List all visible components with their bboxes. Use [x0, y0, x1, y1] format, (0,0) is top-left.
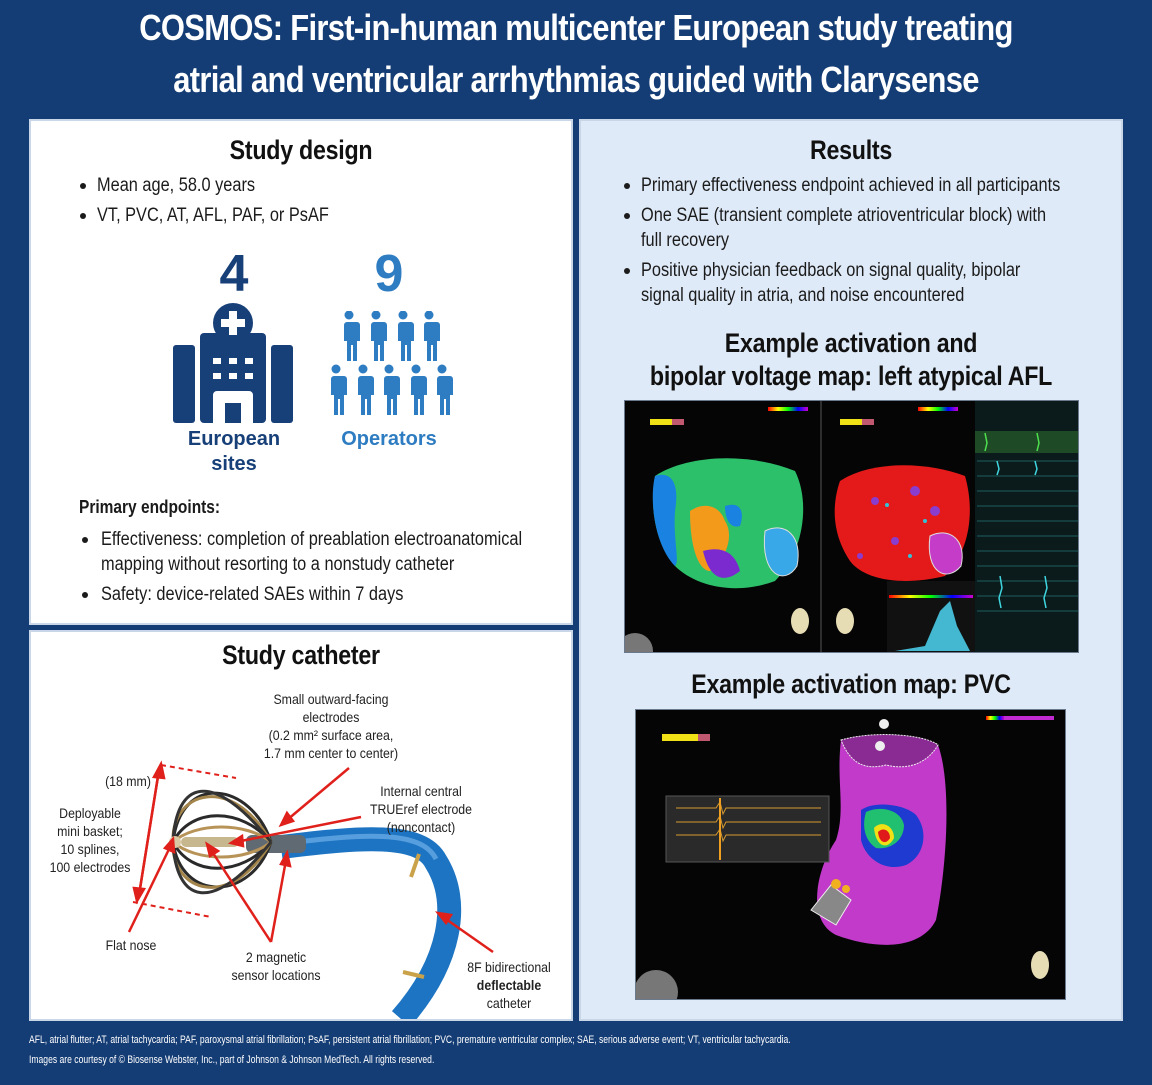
- bullet-item: Mean age, 58.0 years: [77, 173, 557, 198]
- image-credit: Images are courtesy of © Biosense Webste…: [29, 1054, 435, 1066]
- poster-title: COSMOS: First-in-human multicenter Europ…: [81, 2, 1072, 106]
- hospital-icon: [173, 303, 293, 423]
- study-design-panel: Study design Mean age, 58.0 years VT, PV…: [29, 119, 573, 625]
- afl-activation-voltage-map-image: [624, 400, 1079, 653]
- result-item: Primary effectiveness endpoint achieved …: [621, 173, 1111, 198]
- electrodes-label: Small outward-facing electrodes (0.2 mm²…: [263, 691, 399, 761]
- sites-label: European sites: [187, 428, 281, 475]
- title-line-2: atrial and ventricular arrhythmias guide…: [173, 59, 979, 100]
- result-item: One SAE (transient complete atrioventric…: [621, 203, 1111, 253]
- shaft-label: 8F bidirectional deflectable catheter: [467, 959, 551, 1011]
- catheter-shaft: [279, 827, 462, 1019]
- results-bullets: Primary effectiveness endpoint achieved …: [621, 173, 1111, 313]
- endpoint-item: Safety: device-related SAEs within 7 day…: [79, 582, 559, 607]
- results-panel: Results Primary effectiveness endpoint a…: [579, 119, 1123, 1021]
- basket-label: Deployable mini basket; 10 splines, 100 …: [49, 805, 131, 875]
- abbreviations-footnote: AFL, atrial flutter; AT, atrial tachycar…: [29, 1034, 791, 1046]
- flat-nose-label: Flat nose: [105, 937, 157, 953]
- primary-endpoints-heading: Primary endpoints:: [79, 497, 221, 517]
- result-item: Positive physician feedback on signal qu…: [621, 258, 1111, 308]
- catheter-illustration: [127, 760, 494, 1019]
- title-line-1: COSMOS: First-in-human multicenter Europ…: [139, 7, 1013, 48]
- study-design-heading: Study design: [229, 135, 373, 165]
- study-catheter-heading: Study catheter: [222, 640, 380, 670]
- study-catheter-panel: Study catheter: [29, 630, 573, 1021]
- pvc-activation-map-image: [635, 709, 1066, 1000]
- afl-map-heading: Example activation and bipolar voltage m…: [649, 328, 1053, 391]
- endpoint-item: Effectiveness: completion of preablation…: [79, 527, 559, 577]
- size-label: (18 mm): [105, 773, 151, 789]
- primary-endpoints-list: Effectiveness: completion of preablation…: [79, 527, 559, 612]
- bullet-item: VT, PVC, AT, AFL, PAF, or PsAF: [77, 203, 557, 228]
- operators-label: Operators: [341, 428, 437, 450]
- sensors-label: 2 magnetic sensor locations: [231, 949, 321, 983]
- study-design-bullets: Mean age, 58.0 years VT, PVC, AT, AFL, P…: [77, 173, 557, 233]
- pvc-map-heading: Example activation map: PVC: [691, 669, 1011, 699]
- sites-count: 4: [219, 245, 249, 303]
- results-heading: Results: [809, 135, 893, 165]
- people-icon: [328, 311, 453, 415]
- trueref-label: Internal central TRUEref electrode (nonc…: [369, 783, 473, 835]
- operators-count: 9: [374, 245, 404, 303]
